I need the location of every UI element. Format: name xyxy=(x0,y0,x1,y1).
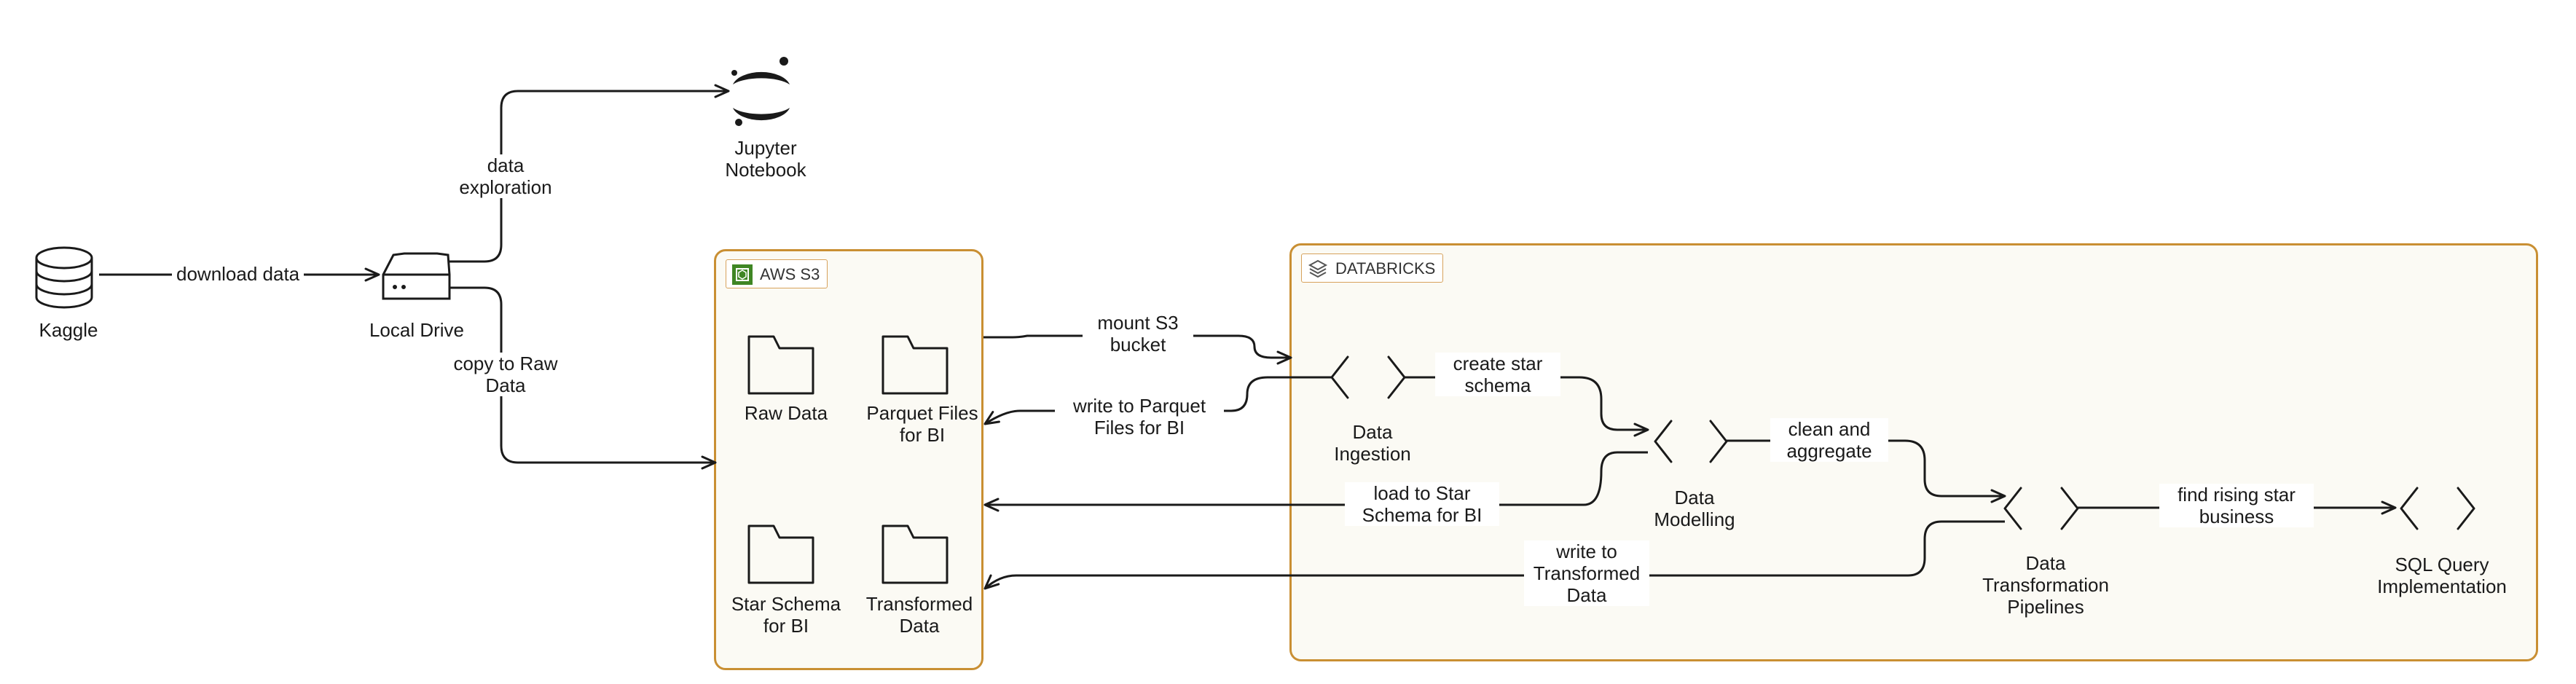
edge-write-parquet xyxy=(983,376,1332,425)
code-icon-data-ingestion xyxy=(1330,355,1406,399)
aws-s3-container xyxy=(714,249,983,670)
folder-icon-parquet xyxy=(881,335,949,395)
node-label-data-modelling: Data Modelling xyxy=(1654,487,1735,530)
edge-load-star xyxy=(983,451,1648,512)
edge-label-download-data: download data xyxy=(172,263,305,285)
edge-label-write-parquet: write to Parquet Files for BI xyxy=(1055,395,1224,439)
code-icon-sql-query xyxy=(2400,487,2475,530)
edge-label-load-star: load to Star Schema for BI xyxy=(1345,482,1499,526)
node-label-local-drive: Local Drive xyxy=(369,319,465,341)
node-label-data-ingestion: Data Ingestion xyxy=(1334,421,1411,465)
edge-label-clean-aggregate: clean and aggregate xyxy=(1770,418,1888,462)
aws-s3-label: AWS S3 xyxy=(760,265,820,283)
edge-label-data-exploration: data exploration xyxy=(450,154,561,198)
edge-write-transformed xyxy=(983,520,2005,590)
edge-clean-aggregate xyxy=(1727,439,2006,503)
folder-icon-raw-data xyxy=(747,335,814,395)
node-label-star-schema: Star Schema for BI xyxy=(731,593,841,637)
databricks-icon xyxy=(1308,259,1328,278)
edge-label-mount-s3: mount S3 bucket xyxy=(1083,312,1193,355)
edge-label-copy-to-raw: copy to Raw Data xyxy=(443,353,568,396)
code-icon-data-transformation xyxy=(2003,487,2079,530)
node-label-raw-data: Raw Data xyxy=(744,402,828,424)
node-label-sql-query: SQL Query Implementation xyxy=(2377,554,2507,597)
edge-create-star xyxy=(1405,376,1649,437)
database-icon xyxy=(35,246,93,309)
folder-icon-transformed xyxy=(881,524,949,584)
aws-s3-tag: AWS S3 xyxy=(726,259,828,288)
databricks-container xyxy=(1289,243,2538,661)
node-label-data-transformation: Data Transformation Pipelines xyxy=(1982,552,2109,618)
node-label-jupyter: Jupyter Notebook xyxy=(725,137,806,181)
jupyter-icon xyxy=(731,57,790,126)
edge-label-create-star: create star schema xyxy=(1435,353,1560,396)
edge-mount-s3 xyxy=(983,334,1292,365)
node-label-transformed-data: Transformed Data xyxy=(865,593,973,637)
edge-label-write-transformed: write to Transformed Data xyxy=(1524,540,1649,606)
databricks-label: DATABRICKS xyxy=(1335,259,1436,278)
edge-label-find-rising: find rising star business xyxy=(2159,484,2314,527)
code-icon-data-modelling xyxy=(1654,420,1728,463)
node-label-kaggle: Kaggle xyxy=(39,319,98,341)
aws-s3-icon xyxy=(732,264,753,285)
node-label-parquet-files: Parquet Files for BI xyxy=(866,402,978,446)
folder-icon-star-schema xyxy=(747,524,814,584)
databricks-tag: DATABRICKS xyxy=(1301,253,1444,283)
hard-drive-icon xyxy=(382,252,451,300)
